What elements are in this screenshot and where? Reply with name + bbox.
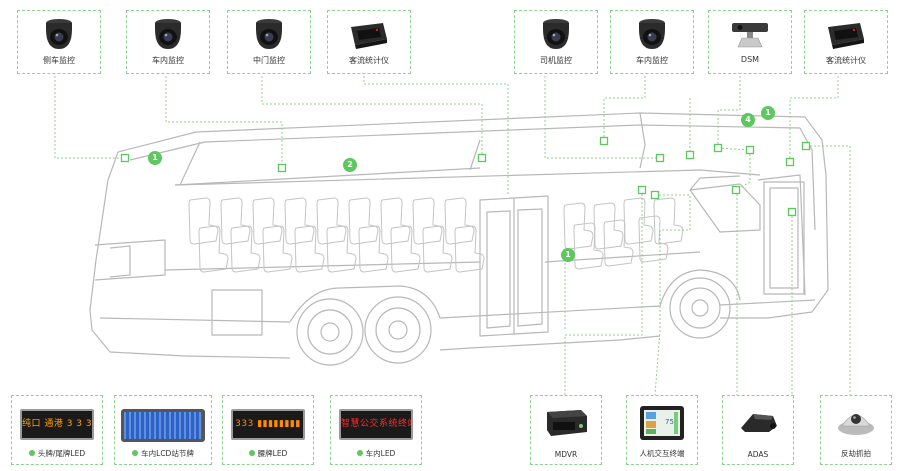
seat [573, 222, 604, 270]
seat [230, 225, 261, 273]
connection-node [785, 157, 795, 167]
dome-camera-icon [18, 17, 100, 53]
bullet-dot-icon [28, 450, 35, 456]
device-label: 车内LED [331, 448, 421, 459]
bullet-dot-icon [132, 450, 139, 456]
marker-badge: 4 [741, 113, 755, 127]
camera-box: 司机监控 [514, 10, 598, 74]
seat [444, 197, 475, 245]
device-box: 333 ▮▮▮▮▮▮▮▮ 腰牌LED [222, 395, 314, 465]
device-box: 车内LCD站节牌 [114, 395, 212, 465]
led-sign-display: 智慧公交系统终端 [339, 409, 413, 440]
passenger-counter-icon [805, 17, 887, 53]
camera-box: 车内监控 [126, 10, 210, 74]
dsm-camera-icon [709, 17, 791, 53]
seat [380, 197, 411, 245]
seat [284, 197, 315, 245]
connection-node [731, 185, 741, 195]
fisheye-camera-icon [821, 402, 891, 444]
seat [623, 197, 654, 245]
connection-node [650, 190, 660, 200]
terminal-readout: 75 [665, 418, 674, 426]
seat [412, 197, 443, 245]
connection-node [120, 153, 130, 163]
led-sign-display: 333 ▮▮▮▮▮▮▮▮ [231, 409, 305, 440]
camera-box: 侧车监控 [17, 10, 101, 74]
marker-badge: 2 [343, 158, 357, 172]
device-label: 头牌/尾牌LED [12, 448, 102, 459]
seat [326, 225, 357, 273]
seat [348, 197, 379, 245]
device-box: 纯口 通港 3 3 3 康桥花园头牌/尾牌LED [11, 395, 103, 465]
connection-node [277, 163, 287, 173]
dome-camera-icon [228, 17, 310, 53]
seat [198, 225, 229, 273]
device-label: 人机交互终端 [639, 449, 685, 458]
dome-camera-icon [611, 17, 693, 53]
camera-box: 客流统计仪 [804, 10, 888, 74]
seat [358, 225, 389, 273]
touch-terminal-icon: 75 [627, 402, 697, 444]
device-box: 智慧公交系统终端车内LED [330, 395, 422, 465]
camera-label: 车内监控 [636, 56, 668, 65]
device-label: 反劫抓拍 [841, 449, 871, 458]
led-sign-display: 纯口 通港 3 3 3 康桥花园 [20, 409, 94, 440]
camera-label: 车内监控 [152, 56, 184, 65]
camera-box: 车内监控 [610, 10, 694, 74]
connection-node [713, 143, 723, 153]
device-box: 反劫抓拍 [820, 395, 892, 465]
dome-camera-icon [127, 17, 209, 53]
connection-node [685, 150, 695, 160]
connection-node [801, 141, 811, 151]
device-box: 75 人机交互终端 [626, 395, 698, 465]
bullet-dot-icon [356, 450, 363, 456]
connection-node [745, 145, 755, 155]
connection-node [599, 136, 609, 146]
camera-label: 客流统计仪 [826, 56, 866, 65]
seat [390, 225, 421, 273]
connection-node [655, 153, 665, 163]
seat [593, 202, 624, 250]
passenger-counter-icon [328, 17, 410, 53]
camera-label: 司机监控 [540, 56, 572, 65]
device-label: MDVR [554, 450, 578, 459]
device-label: ADAS [747, 450, 769, 459]
seat [454, 225, 485, 273]
camera-label: 侧车监控 [43, 56, 75, 65]
seat [220, 197, 251, 245]
bullet-dot-icon [248, 450, 255, 456]
device-label: 腰牌LED [223, 448, 313, 459]
seat [316, 197, 347, 245]
camera-box: 客流统计仪 [327, 10, 411, 74]
marker-badge: 1 [561, 248, 575, 262]
camera-label: 客流统计仪 [349, 56, 389, 65]
camera-label: 中门监控 [253, 56, 285, 65]
seat [262, 225, 293, 273]
dome-camera-icon [515, 17, 597, 53]
connection-node [477, 153, 487, 163]
camera-label: DSM [740, 55, 760, 64]
marker-badge: 1 [761, 106, 775, 120]
seat [252, 197, 283, 245]
seat [422, 225, 453, 273]
seat [653, 197, 684, 245]
device-label: 车内LCD站节牌 [115, 448, 211, 459]
mdvr-icon [531, 402, 601, 444]
connection-node [787, 207, 797, 217]
camera-box: DSM [708, 10, 792, 74]
camera-box: 中门监控 [227, 10, 311, 74]
lcd-station-display [121, 409, 205, 442]
seat [188, 197, 219, 245]
device-box: ADAS [722, 395, 794, 465]
adas-camera-icon [723, 402, 793, 444]
marker-badge: 1 [148, 151, 162, 165]
device-box: MDVR [530, 395, 602, 465]
connection-node [637, 185, 647, 195]
seat [638, 215, 669, 263]
seat [603, 219, 634, 267]
seat [563, 202, 594, 250]
seat [294, 225, 325, 273]
